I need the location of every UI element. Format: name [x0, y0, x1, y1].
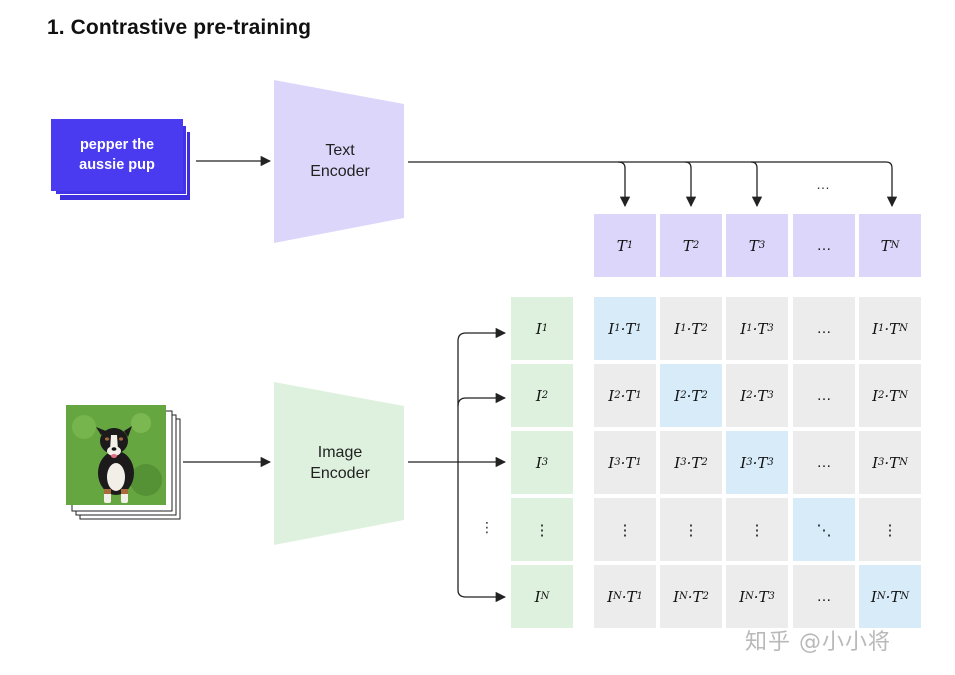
- text-feature-cell: …: [793, 214, 855, 277]
- image-feature-subscript: 1: [541, 323, 549, 334]
- image-feature-label: ⋮: [534, 521, 550, 539]
- image-feature-subscript: N: [540, 591, 550, 602]
- matrix-cell: …: [793, 364, 855, 427]
- text-feature-label: T: [682, 236, 693, 255]
- image-feature-label: I: [535, 453, 542, 472]
- image-feature-label: I: [534, 587, 541, 606]
- top-ellipsis: …: [816, 176, 830, 192]
- text-encoder-line2: Encoder: [310, 163, 370, 180]
- matrix-cell: ⋮: [726, 498, 788, 561]
- arrow-image-to-i2: [457, 392, 507, 407]
- text-feature-subscript: N: [890, 240, 900, 251]
- arrow-image-to-in: [457, 332, 507, 603]
- matrix-cell: ⋮: [660, 498, 722, 561]
- image-encoder-line1: Image: [317, 444, 363, 461]
- arrow-text-to-t2: [684, 161, 697, 208]
- image-feature-label: I: [535, 386, 542, 405]
- image-feature-subscript: 3: [541, 457, 549, 468]
- image-feature-cell: ⋮: [511, 498, 573, 561]
- image-feature-subscript: 2: [541, 390, 549, 401]
- text-input-label: pepper the aussie pup: [79, 137, 155, 173]
- watermark: 知乎 @小小将: [745, 630, 891, 655]
- text-feature-label: …: [816, 237, 832, 254]
- text-feature-label: T: [616, 236, 627, 255]
- matrix-cell-diagonal: ⋱: [793, 498, 855, 561]
- left-vdots: ⋮: [480, 519, 494, 535]
- image-encoder-line2: Encoder: [310, 465, 370, 482]
- page-title: 1. Contrastive pre-training: [47, 16, 312, 39]
- matrix-cell: …: [793, 297, 855, 360]
- image-encoder-label: Image Encoder: [290, 442, 390, 484]
- text-feature-subscript: 2: [692, 240, 700, 251]
- dog-photo-icon: [66, 405, 181, 520]
- matrix-cell: …: [793, 565, 855, 628]
- arrow-text-to-t1: [617, 161, 631, 208]
- text-encoder-label: Text Encoder: [290, 140, 390, 182]
- text-encoder-line1: Text: [325, 142, 355, 159]
- matrix-cell: ⋮: [594, 498, 656, 561]
- text-feature-subscript: 3: [758, 240, 766, 251]
- text-feature-label: T: [748, 236, 759, 255]
- text-input-card: pepper the aussie pup: [51, 119, 183, 191]
- text-feature-subscript: 1: [626, 240, 634, 251]
- matrix-cell: …: [793, 431, 855, 494]
- arrow-text-to-t3: [750, 161, 763, 208]
- matrix-cell: ⋮: [859, 498, 921, 561]
- image-feature-label: I: [535, 319, 542, 338]
- text-feature-label: T: [880, 236, 891, 255]
